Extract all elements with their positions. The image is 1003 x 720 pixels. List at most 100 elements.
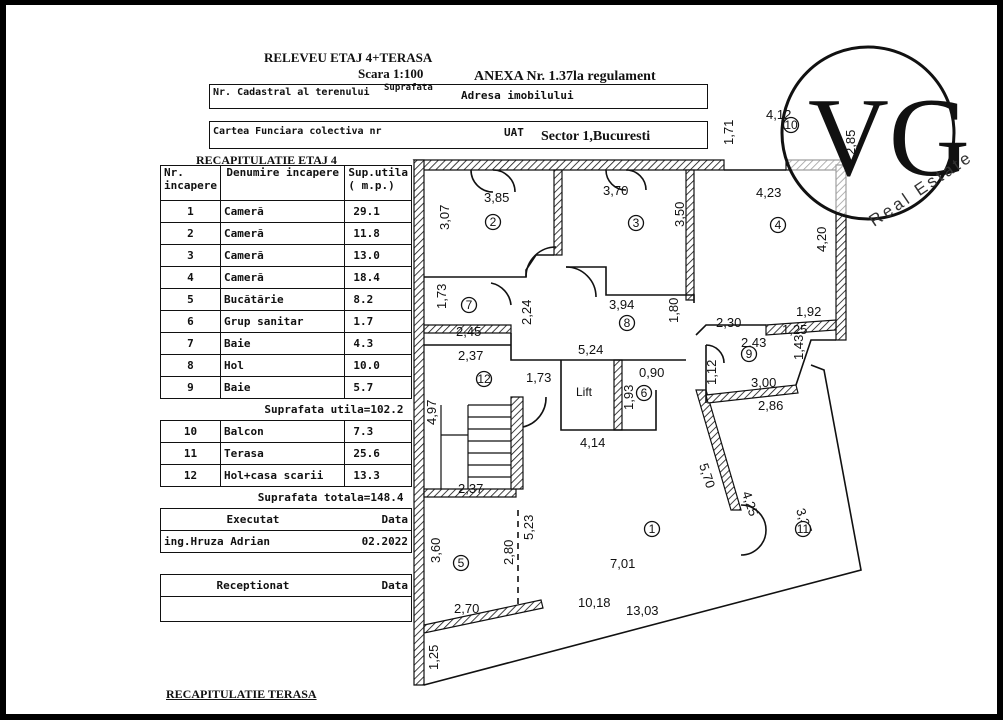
blank-row: [160, 596, 412, 622]
wall-diagonal: [695, 389, 742, 511]
room-marker: [452, 554, 470, 572]
hall-line: [510, 333, 686, 361]
dimension-label: 0,90: [639, 365, 664, 380]
dimension-label: 4,23: [756, 185, 781, 200]
dimension-label: 2,80: [501, 540, 516, 565]
dimension-label: 1,73: [434, 284, 449, 309]
dimension-label: 2,70: [454, 601, 479, 616]
brand-logo: VG Real Estate: [780, 45, 976, 230]
wall-left: [413, 159, 425, 686]
land-book-row-box: [209, 121, 708, 149]
room9-right: [795, 339, 836, 386]
uat-label: UAT: [504, 126, 524, 139]
dimension-label: 4,20: [814, 227, 829, 252]
room-marker: [460, 296, 478, 314]
room-number-label: 3: [633, 216, 640, 230]
room-number-label: 9: [746, 347, 753, 361]
room-number-label: 12: [477, 372, 491, 386]
dimension-label: 1,25: [426, 645, 441, 670]
room-marker: [484, 213, 502, 231]
room-marker: [794, 520, 812, 538]
dimension-label: 10,18: [578, 595, 611, 610]
annex-label: ANEXA Nr. 1.37la regulament: [474, 69, 656, 84]
dimension-label: 4,14: [580, 435, 605, 450]
dimension-label: 5,23: [521, 515, 536, 540]
header-nr: Nr. incapere: [160, 165, 221, 201]
dimension-label: 4,97: [424, 400, 439, 425]
door-swing: [492, 169, 516, 193]
stairs: [440, 404, 511, 489]
door-swing: [740, 504, 767, 556]
land-book-label: Cartea Funciara colectiva nr: [213, 126, 382, 137]
dimension-label: 1,71: [721, 120, 736, 145]
door-swing: [605, 169, 627, 191]
dimension-label: 3,60: [428, 538, 443, 563]
door-swing: [490, 282, 512, 306]
dimension-label: 3,50: [672, 202, 687, 227]
dimension-label: 2,85: [843, 130, 858, 155]
dimension-label: 13,03: [626, 603, 659, 618]
room-number-label: 5: [458, 556, 465, 570]
logo-monogram: VG: [808, 76, 970, 200]
room-number-label: 4: [775, 218, 782, 232]
door-swing: [522, 396, 547, 428]
room2-bottom: [424, 254, 554, 278]
wall-bottom-balcony: [423, 599, 544, 634]
terrace-boundary: [423, 364, 862, 686]
dimension-label: 1,73: [526, 370, 551, 385]
dimension-label: 5,24: [578, 342, 603, 357]
room-number-label: 6: [641, 386, 648, 400]
dimension-label: 4,12: [766, 107, 791, 122]
cadastral-row-box: [209, 84, 708, 109]
room-marker: [475, 370, 493, 388]
dimension-label: 2,45: [456, 324, 481, 339]
room-number-label: 8: [624, 316, 631, 330]
surface-label: Suprafata: [384, 83, 433, 93]
wall-stairs-bottom: [423, 488, 517, 498]
room-number-label: 7: [466, 298, 473, 312]
wall-room2-3: [553, 169, 563, 256]
room-marker: [635, 384, 653, 402]
recap-title: RECAPITULATIE ETAJ 4: [196, 153, 337, 167]
plan-scale: Scara 1:100: [358, 66, 424, 81]
lift-label: Lift: [576, 385, 593, 399]
room-marker: [769, 216, 787, 234]
door-swing: [565, 266, 597, 298]
dimension-label: 4,25: [739, 489, 761, 518]
dimension-label: 3,70: [603, 183, 628, 198]
dimension-label: 3,00: [751, 375, 776, 390]
header-name: Denumire incapere: [219, 165, 346, 201]
recap-header-row: Nr. incapere Denumire incapere Sup.utila…: [160, 165, 412, 201]
room-marker: [782, 116, 800, 134]
room-number-label: 1: [649, 522, 656, 536]
header-area: Sup.utila ( m.p.): [344, 165, 412, 201]
terrace-recap-title: RECAPITULATIE TERASA: [166, 687, 317, 701]
dimension-label: 5,70: [696, 461, 718, 490]
room3-bottom: [566, 266, 695, 303]
door-swing: [705, 344, 725, 364]
wall-room9-bottom: [705, 384, 799, 404]
dimension-label: 3,07: [437, 205, 452, 230]
door-swing: [625, 169, 647, 191]
dimension-label: 2,24: [519, 300, 534, 325]
dimension-label: 2,30: [716, 315, 741, 330]
address-label: Adresa imobilului: [461, 89, 574, 102]
dimension-label: 2,86: [758, 398, 783, 413]
dimension-label: 7,01: [610, 556, 635, 571]
dimension-label: 1,25: [782, 322, 807, 337]
cadastral-label: Nr. Cadastral al terenului: [213, 87, 370, 98]
room-marker: [643, 520, 661, 538]
room-number-label: 2: [490, 215, 497, 229]
room8-right: [695, 324, 766, 336]
room-number-label: 11: [797, 522, 810, 536]
